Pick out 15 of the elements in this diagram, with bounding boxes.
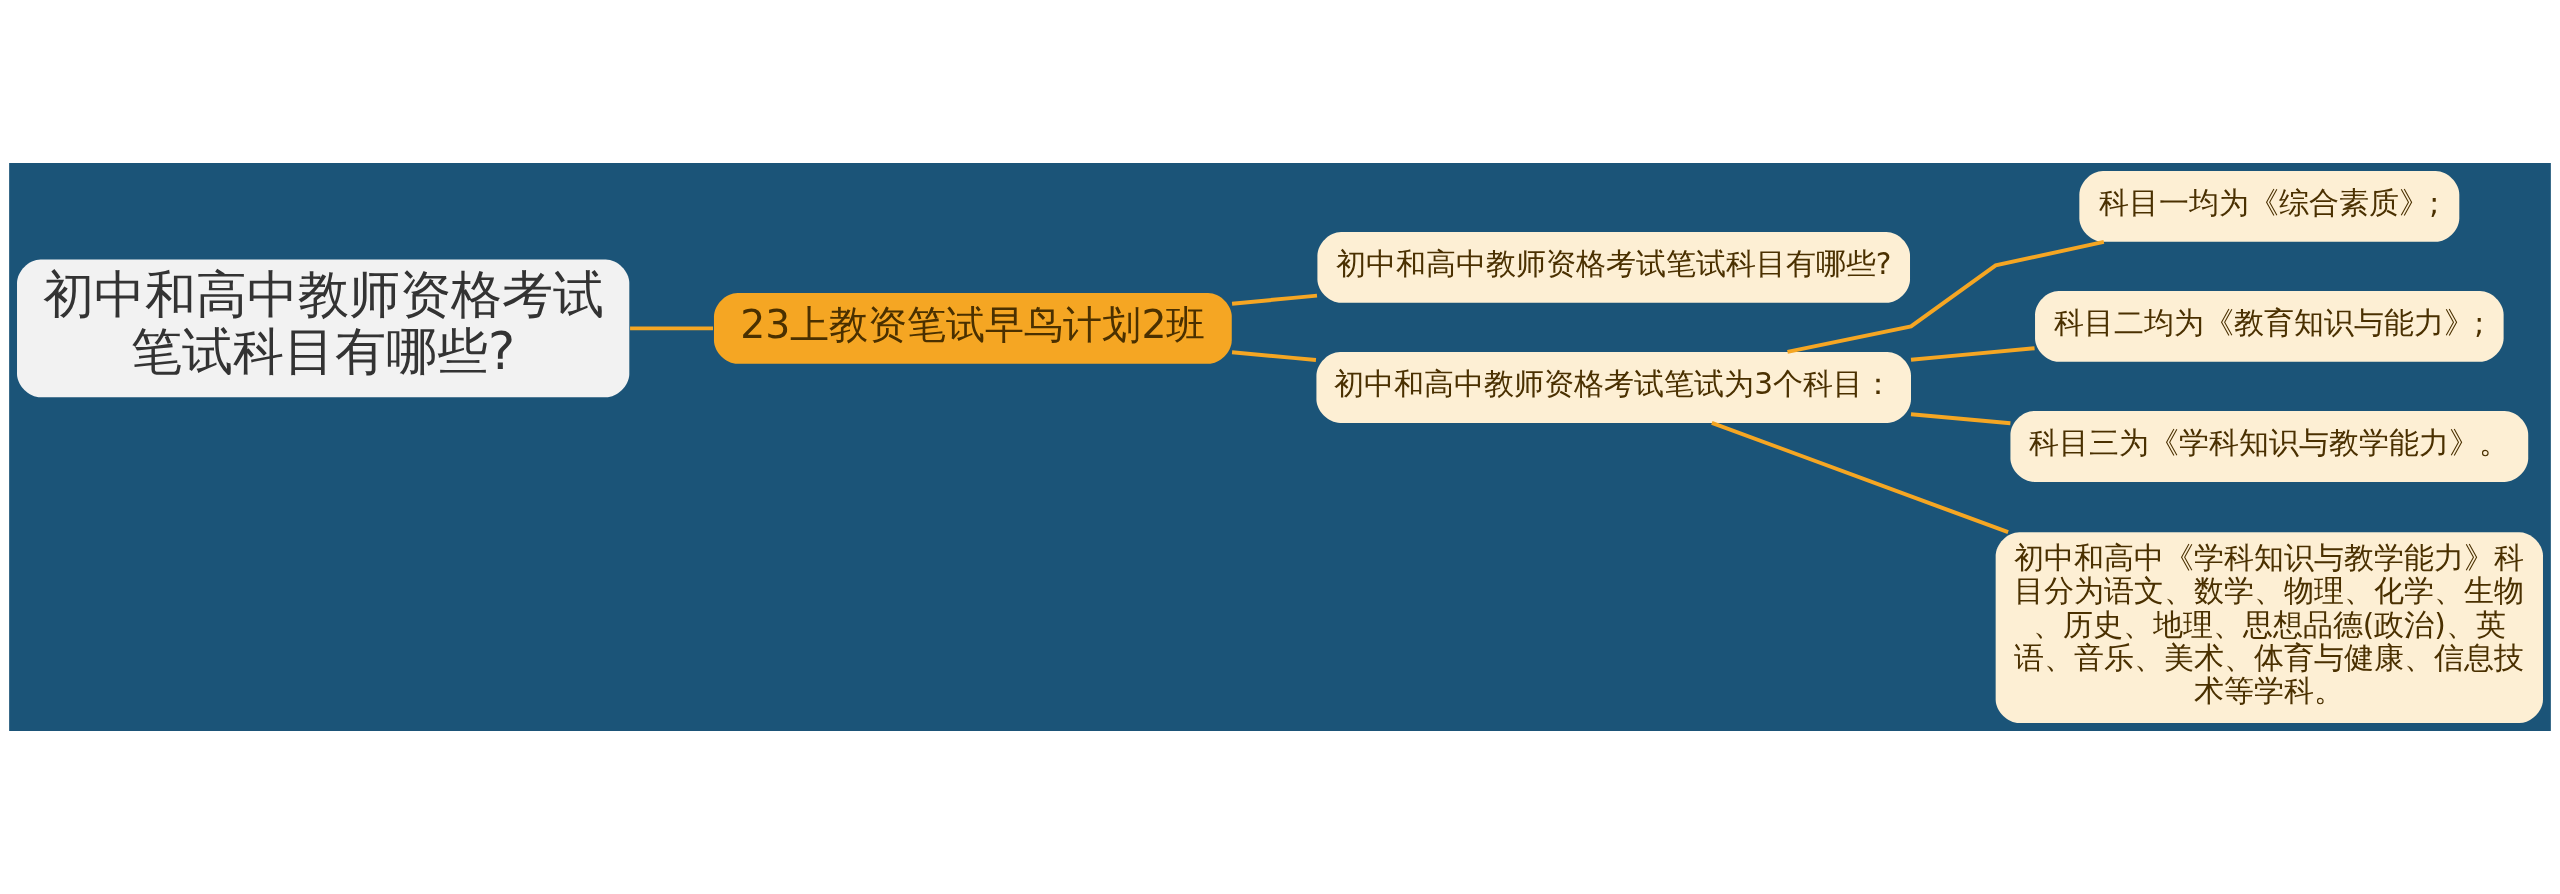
node-box: 初中和高中教师资格考试笔试科目有哪些? [1317, 231, 1910, 303]
connector [1231, 350, 1317, 362]
node-box: 科目三为《学科知识与教学能力》。 [2010, 411, 2529, 482]
connector [630, 326, 713, 331]
node-box: 科目一均为《综合素质》; [2079, 170, 2460, 242]
node-box: 初中和高中教师资格考试笔试为3个科目： [1316, 352, 1911, 423]
node-box: 初中和高中教师资格考试笔试科目有哪些? [17, 259, 630, 398]
connector [1231, 293, 1318, 306]
node-box: 23上教资笔试早鸟计划2班 [713, 292, 1232, 364]
connector [1910, 346, 2035, 362]
connector [1787, 239, 2105, 354]
node-box: 科目二均为《教育知识与能力》; [2035, 290, 2504, 362]
connector [1711, 421, 2009, 534]
connector [1910, 412, 2011, 426]
node-box: 初中和高中《学科知识与教学能力》科目分为语文、数学、物理、化学、生物、历史、地理、思想品德(政治)、英语、音乐、美术、体育与健康、信息技术等学科。 [1995, 532, 2543, 724]
